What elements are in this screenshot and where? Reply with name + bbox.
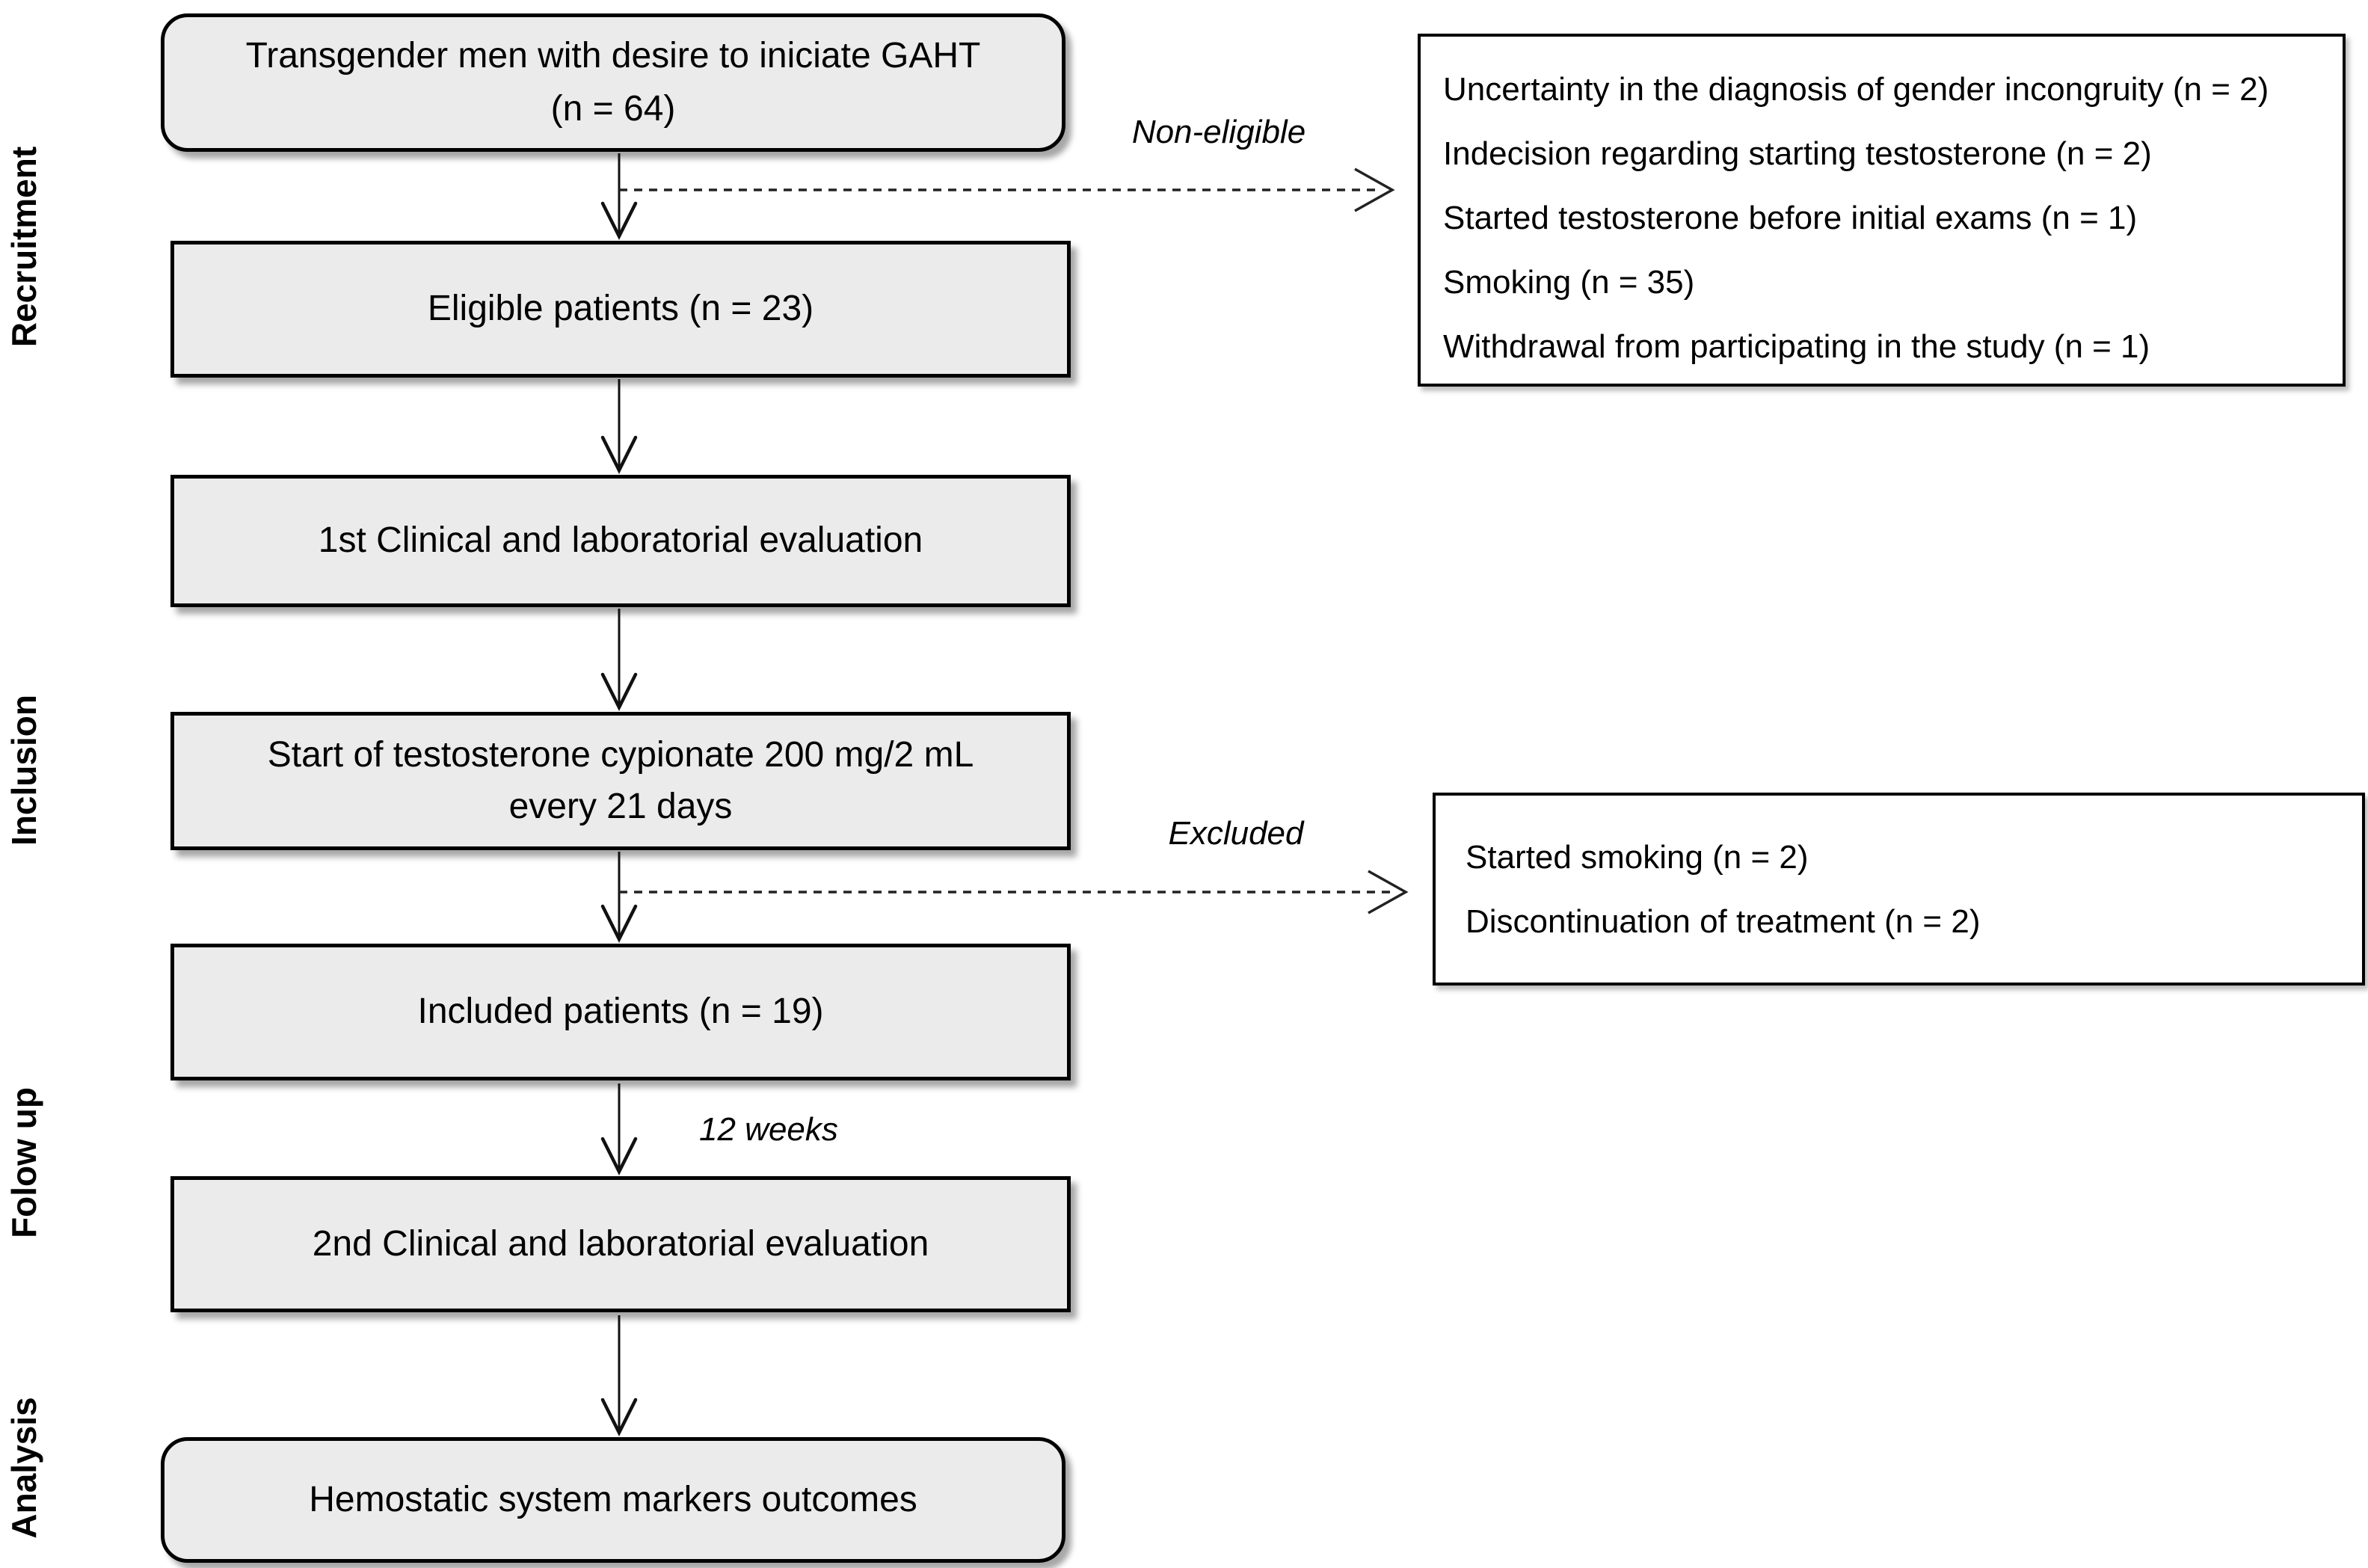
stage-label-inclusion: Inclusion: [4, 695, 43, 846]
testosterone-start-line1: Start of testosterone cypionate 200 mg/2…: [267, 735, 974, 775]
flow-box-second-evaluation: 2nd Clinical and laboratorial evaluation: [170, 1176, 1071, 1312]
stage-label-follow-up: Folow up: [4, 1087, 43, 1238]
testosterone-start-line2: every 21 days: [508, 786, 733, 826]
non-eligible-reason: Uncertainty in the diagnosis of gender i…: [1443, 71, 2269, 108]
label-12-weeks: 12 weeks: [699, 1111, 838, 1148]
flow-box-eligible-patients: Eligible patients (n = 23): [170, 241, 1071, 378]
arrowhead-icon: [600, 201, 638, 241]
dashed-arrowhead-icon: [1368, 870, 1409, 914]
non-eligible-reason: Smoking (n = 35): [1443, 264, 1695, 301]
outcomes-text: Hemostatic system markers outcomes: [309, 1479, 917, 1519]
excluded-reason: Started smoking (n = 2): [1466, 839, 1809, 876]
label-excluded: Excluded: [1168, 815, 1304, 852]
first-evaluation-text: 1st Clinical and laboratorial evaluation: [318, 520, 923, 561]
arrowhead-icon: [600, 672, 638, 712]
arrowhead-icon: [600, 1398, 638, 1437]
initial-cohort-title: Transgender men with desire to iniciate …: [245, 35, 981, 76]
flow-box-first-evaluation: 1st Clinical and laboratorial evaluation: [170, 475, 1071, 607]
flow-box-initial-cohort: Transgender men with desire to iniciate …: [161, 13, 1065, 152]
excluded-box: Started smoking (n = 2) Discontinuation …: [1433, 793, 2365, 986]
flow-box-testosterone-start: Start of testosterone cypionate 200 mg/2…: [170, 712, 1071, 850]
non-eligible-box: Uncertainty in the diagnosis of gender i…: [1418, 34, 2346, 387]
arrowhead-icon: [600, 1137, 638, 1176]
stage-label-recruitment: Recruitment: [4, 146, 43, 348]
flow-box-outcomes: Hemostatic system markers outcomes: [161, 1437, 1065, 1563]
non-eligible-reason: Started testosterone before initial exam…: [1443, 200, 2138, 236]
non-eligible-reason: Withdrawal from participating in the stu…: [1443, 328, 2150, 365]
second-evaluation-text: 2nd Clinical and laboratorial evaluation: [312, 1223, 929, 1264]
initial-cohort-count: (n = 64): [550, 89, 676, 129]
flow-box-included-patients: Included patients (n = 19): [170, 944, 1071, 1080]
arrowhead-icon: [600, 435, 638, 475]
label-non-eligible: Non-eligible: [1131, 114, 1306, 150]
arrowhead-icon: [600, 904, 638, 944]
included-patients-text: Included patients (n = 19): [417, 991, 824, 1032]
stage-label-analysis: Analysis: [4, 1397, 43, 1539]
dashed-arrowhead-icon: [1354, 167, 1395, 212]
non-eligible-reason: Indecision regarding starting testostero…: [1443, 135, 2152, 172]
eligible-patients-text: Eligible patients (n = 23): [427, 289, 814, 329]
excluded-reason: Discontinuation of treatment (n = 2): [1466, 903, 1981, 940]
